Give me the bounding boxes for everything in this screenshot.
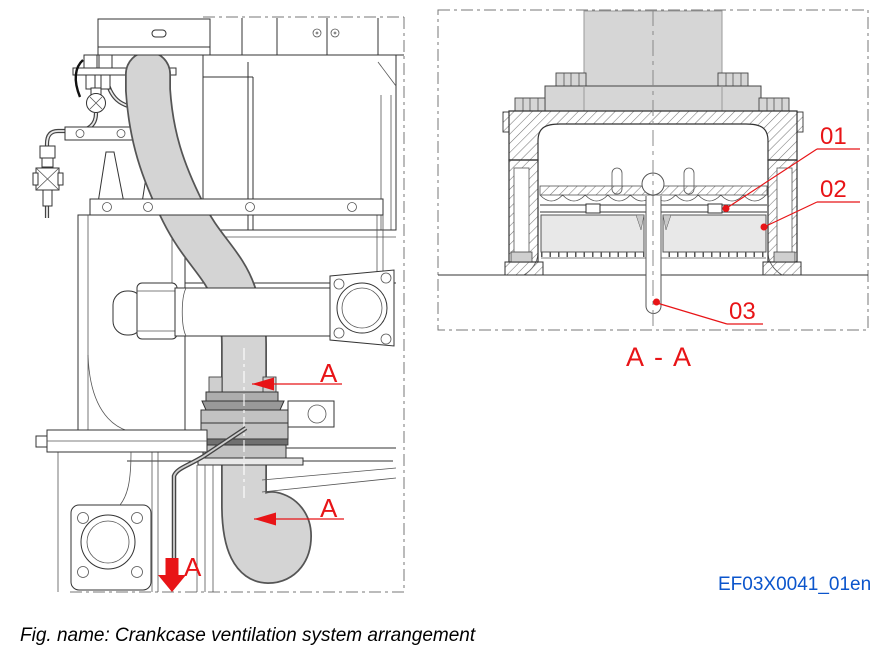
top-box (97, 18, 211, 48)
left-view-border (70, 16, 405, 593)
section-title: A - A (626, 342, 693, 372)
callout-label-01: 01 (820, 123, 847, 150)
callout-03: 03 (653, 298, 763, 325)
bottom-flange-duct (70, 451, 152, 591)
callout-02: 02 (760, 176, 860, 231)
section-label-a-2: A (320, 493, 338, 523)
section-marker-a-3: A (158, 552, 202, 592)
right-view-section: 01 02 03 A - A (437, 9, 869, 372)
long-bracket (89, 198, 384, 216)
valve-lever (74, 59, 84, 98)
callout-label-02: 02 (820, 176, 847, 203)
oil-mist-separator (197, 376, 335, 466)
casting-walls (502, 110, 804, 276)
support-plate (35, 429, 208, 453)
drawing-code: EF03X0041_01en (718, 574, 871, 595)
figure-caption: Fig. name: Crankcase ventilation system … (20, 625, 476, 646)
callout-01: 01 (722, 123, 860, 212)
bolt-boss (307, 404, 327, 424)
callout-label-03: 03 (729, 298, 756, 325)
filter-elements (523, 214, 783, 276)
section-marker-a-1: A (252, 358, 342, 391)
section-marker-a-2: A (254, 493, 344, 526)
horizontal-duct (112, 269, 395, 347)
vent-valve-piping (32, 54, 177, 218)
left-view: A A A (32, 16, 405, 593)
condensate-drain-pipe (171, 426, 248, 560)
section-label-a-1: A (320, 358, 338, 388)
lower-frame-lines (57, 452, 214, 592)
section-label-a-3: A (184, 552, 202, 582)
